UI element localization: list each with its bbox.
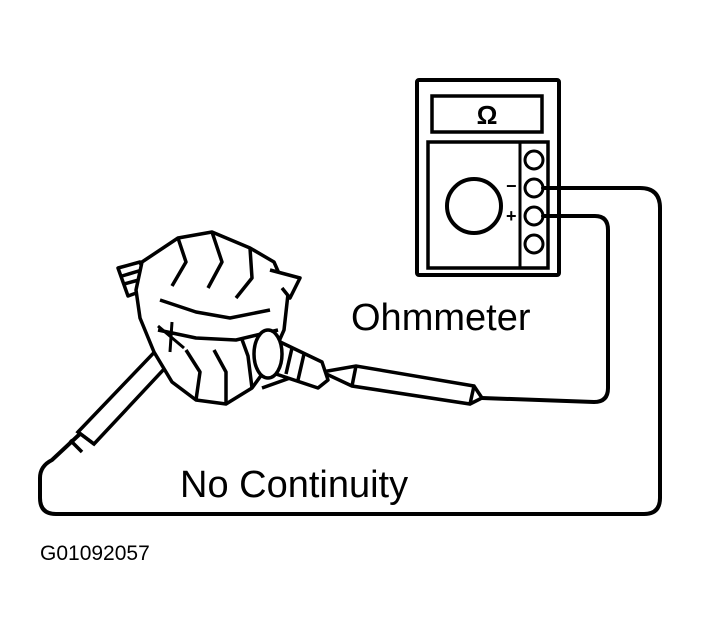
figure-id: G01092057 [40, 542, 150, 565]
minus-sign: − [506, 176, 517, 196]
test-leads [38, 186, 662, 516]
ohmmeter-icon [415, 78, 561, 277]
display-symbol: Ω [477, 100, 498, 130]
rotor-icon [116, 230, 330, 406]
plus-sign: + [506, 206, 517, 226]
result-label: No Continuity [180, 464, 408, 506]
probe-icon [68, 337, 485, 454]
probe-contact-mark [157, 321, 185, 353]
ohmmeter-label: Ohmmeter [351, 297, 531, 339]
